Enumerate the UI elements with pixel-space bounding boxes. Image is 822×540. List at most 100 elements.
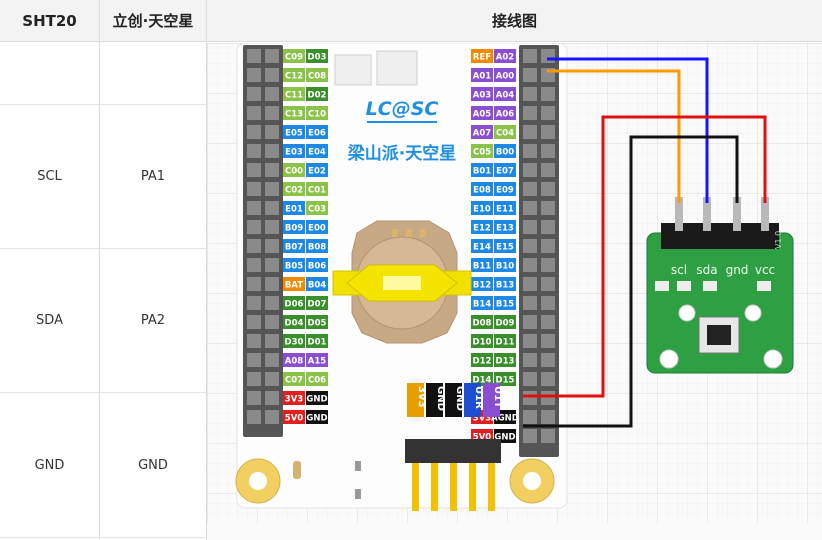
left-pin-text: D03 (308, 53, 327, 63)
right-pin-text: A03 (473, 91, 491, 101)
left-pin-label: E03 (283, 144, 305, 158)
left-pin-label: D02 (306, 87, 328, 101)
sensor-pin: vcc (755, 197, 775, 277)
bottom-header-text: 3V3 (416, 386, 427, 408)
right-pin-label: E07 (494, 163, 516, 177)
right-pin-label: E08 (471, 182, 493, 196)
right-pin-text: GND (494, 433, 515, 443)
sht20-module: V1.0 (646, 223, 794, 374)
mount-hole-right (509, 458, 555, 504)
wire-sda (547, 57, 709, 203)
left-pin-text: C10 (308, 110, 326, 120)
left-pin-text: E02 (308, 167, 326, 177)
battery-holder (332, 220, 472, 344)
left-pin-text: GND (306, 414, 327, 424)
right-pin-text: B12 (473, 281, 491, 291)
right-pin-text: A00 (496, 72, 514, 82)
right-pin-text: B13 (496, 281, 514, 291)
left-pin-label: C02 (283, 182, 305, 196)
cell-mcu-pa2: PA2 (99, 249, 207, 393)
right-pin-label: D12 (471, 353, 493, 367)
right-pin-label: D08 (471, 315, 493, 329)
left-pin-text: E01 (285, 205, 303, 215)
left-pin-text: 3V3 (285, 395, 303, 405)
left-pin-label: C07 (283, 372, 305, 386)
left-pin-label: GND (306, 391, 328, 405)
board-name: 梁山派·天空星 (347, 143, 456, 164)
sensor-pin-label: sda (696, 263, 717, 277)
wires (523, 57, 767, 428)
bottom-header-pin: 3V3 (407, 383, 427, 511)
left-pin-text: C09 (285, 53, 303, 63)
left-pin-label: C09 (283, 49, 305, 63)
right-pin-text: E08 (473, 186, 491, 196)
right-pin-label: B01 (471, 163, 493, 177)
right-pin-text: C05 (473, 148, 491, 158)
left-pin-text: D04 (285, 319, 304, 329)
left-pin-text: C13 (285, 110, 303, 120)
cell-sht20-sda: SDA (0, 249, 99, 393)
left-pin-text: C11 (285, 91, 303, 101)
left-pin-label: E05 (283, 125, 305, 139)
right-pin-text: E11 (496, 205, 514, 215)
right-pin-label: B00 (494, 144, 516, 158)
right-pin-label: A04 (494, 87, 516, 101)
left-pin-label: D03 (306, 49, 328, 63)
right-pin-label: E09 (494, 182, 516, 196)
left-pin-label: A08 (283, 353, 305, 367)
left-pin-text: B06 (308, 262, 326, 272)
left-pin-text: B05 (285, 262, 303, 272)
left-pin-label: D30 (283, 334, 305, 348)
left-pin-label: C10 (306, 106, 328, 120)
left-pin-text: E03 (285, 148, 303, 158)
sensor-pin-label: gnd (726, 263, 749, 277)
right-pin-text: 3V3 (473, 414, 491, 424)
right-pin-text: D13 (496, 357, 515, 367)
left-pin-label: D07 (306, 296, 328, 310)
bottom-header-text: U1T (492, 386, 503, 408)
left-pin-text: C01 (308, 186, 326, 196)
right-pin-label: A05 (471, 106, 493, 120)
sensor-pin-label: scl (671, 263, 687, 277)
left-pin-label: B08 (306, 239, 328, 253)
mount-hole-left (235, 458, 281, 504)
sensor-mark: V1.0 (774, 231, 783, 249)
cell-mcu-gnd: GND (99, 393, 207, 538)
right-pin-label: B15 (494, 296, 516, 310)
left-pin-label: C03 (306, 201, 328, 215)
left-pin-text: E05 (285, 129, 303, 139)
right-pin-text: C04 (496, 129, 514, 139)
left-pin-text: C03 (308, 205, 326, 215)
left-pin-text: E00 (308, 224, 326, 234)
left-pin-label: C00 (283, 163, 305, 177)
bottom-header-pin: GND (445, 383, 465, 511)
left-pin-label: 5V0 (283, 410, 305, 424)
right-pin-label: C04 (494, 125, 516, 139)
left-pin-text: BAT (285, 281, 303, 291)
right-pin-text: D15 (496, 376, 515, 386)
left-pin-text: D06 (285, 300, 304, 310)
left-pin-label: B06 (306, 258, 328, 272)
bottom-header-text: U1R (473, 386, 484, 409)
right-pin-text: A07 (473, 129, 491, 139)
left-pin-text: C06 (308, 376, 326, 386)
left-pin-text: B07 (285, 243, 303, 253)
bottom-header-text: GND (454, 386, 465, 411)
right-pin-label: A06 (494, 106, 516, 120)
left-pin-label: D05 (306, 315, 328, 329)
left-pin-label: E02 (306, 163, 328, 177)
sensor-pin: gnd (726, 197, 749, 277)
left-pin-label: C08 (306, 68, 328, 82)
cell-mcu-0 (99, 43, 207, 105)
left-pin-text: B09 (285, 224, 303, 234)
right-pin-label: E12 (471, 220, 493, 234)
right-pin-text: E13 (496, 224, 514, 234)
right-pin-text: E12 (473, 224, 491, 234)
right-pin-text: B00 (496, 148, 514, 158)
right-pin-text: E15 (496, 243, 514, 253)
right-pin-text: B01 (473, 167, 491, 177)
bottom-header-pin: U1T (483, 383, 503, 511)
left-pin-text: D07 (308, 300, 327, 310)
right-pin-label: E14 (471, 239, 493, 253)
